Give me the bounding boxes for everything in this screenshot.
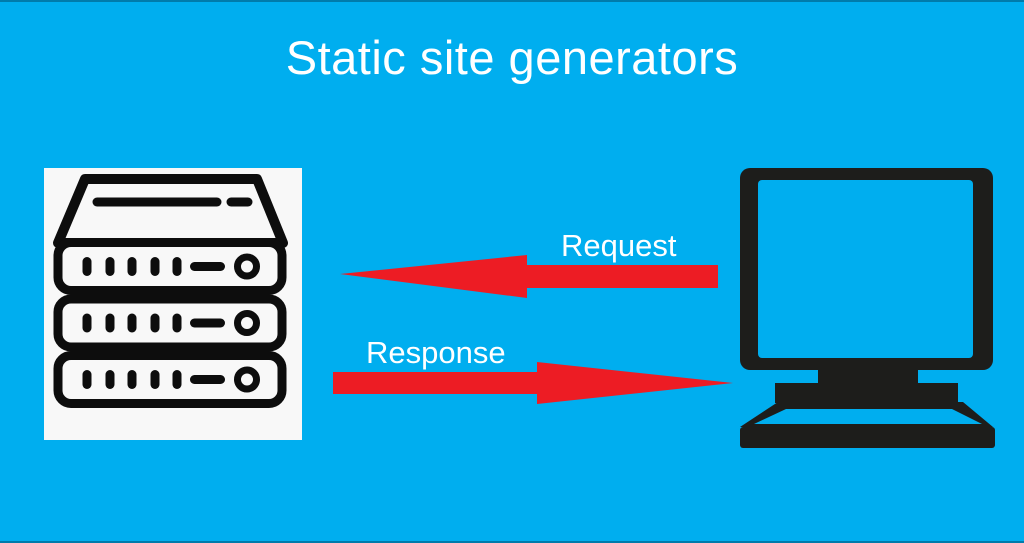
request-label: Request [561, 228, 677, 263]
response-arrow-shape [333, 362, 733, 404]
computer-screen [758, 180, 973, 358]
diagram-title: Static site generators [285, 31, 739, 84]
keyboard-top [754, 409, 982, 424]
response-arrow-icon [333, 362, 733, 404]
desktop-computer-icon [740, 168, 995, 448]
request-arrow-icon [340, 255, 718, 298]
response-label: Response [366, 335, 506, 370]
top-edge-line [0, 0, 1024, 2]
bottom-edge-line [0, 541, 1024, 543]
server-stack-icon [44, 168, 302, 440]
request-arrow-shape [340, 255, 718, 298]
